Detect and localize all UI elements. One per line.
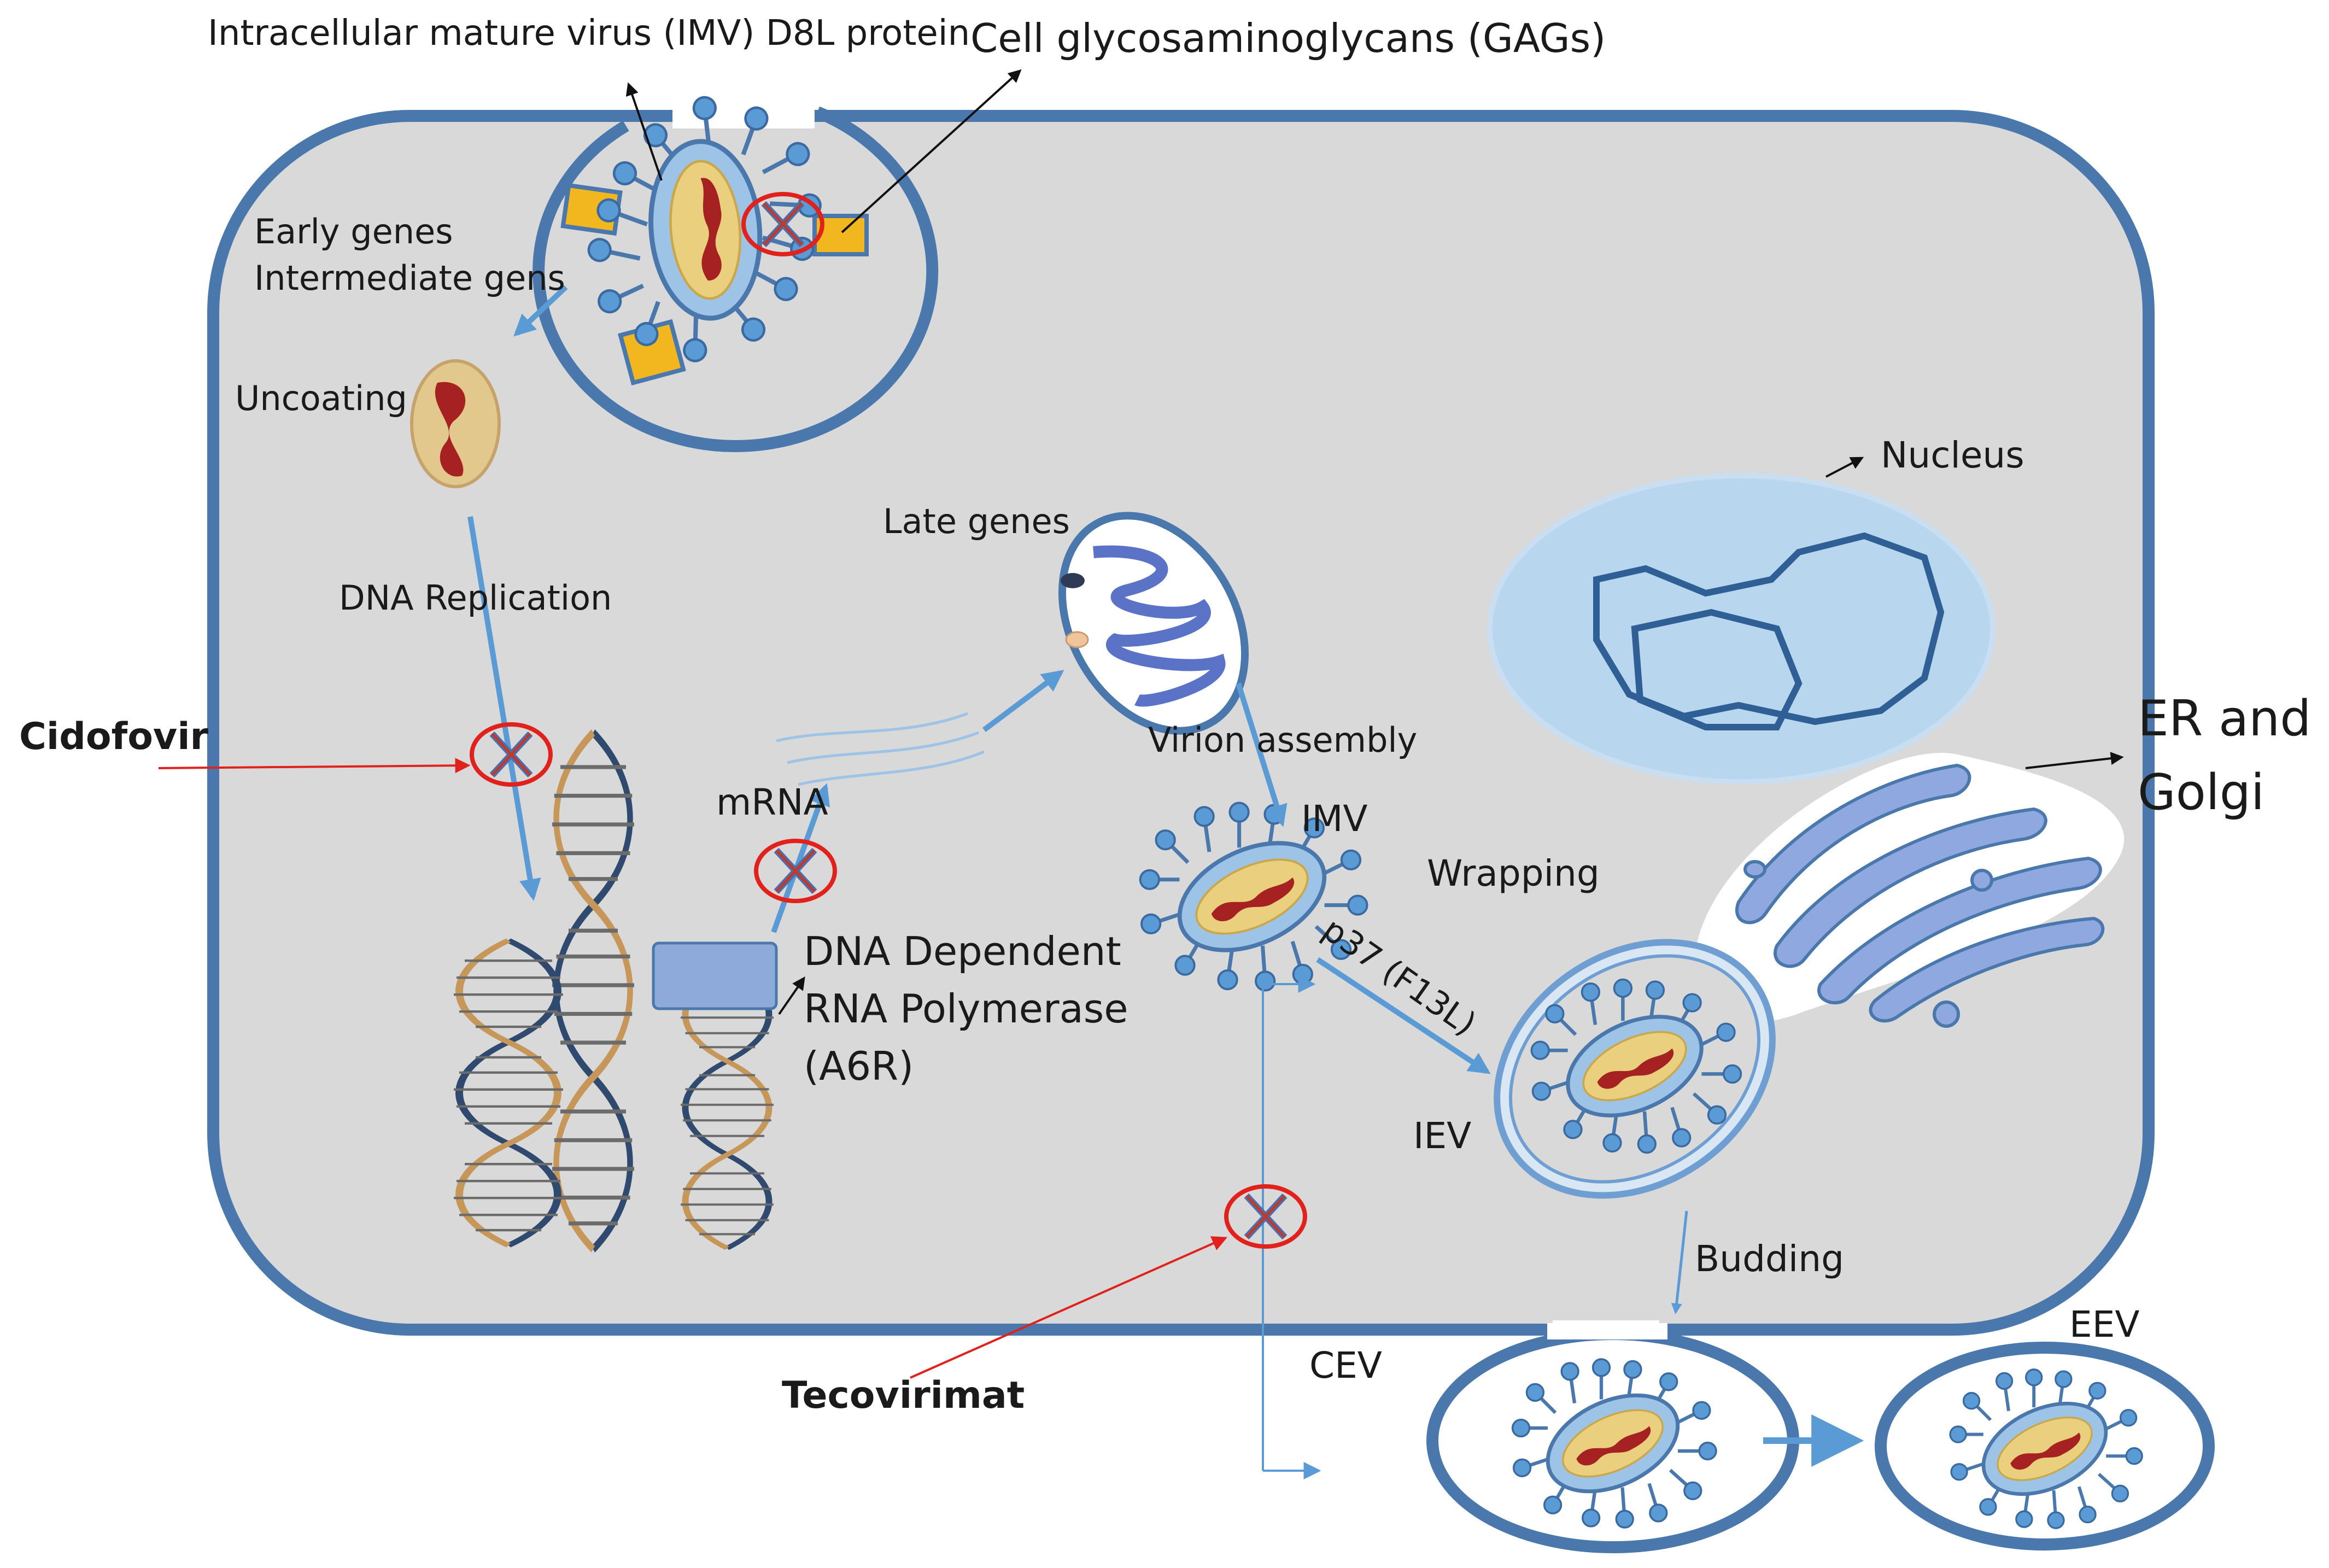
mitochondrion-icon xyxy=(1058,512,1249,735)
label-virion-assembly: Virion assembly xyxy=(1148,720,1417,760)
iev-vesicle xyxy=(1494,939,1776,1199)
label-iev: IEV xyxy=(1413,1115,1471,1157)
label-gags: Cell glycosaminoglycans (GAGs) xyxy=(970,15,1606,61)
label-rdrp-2: RNA Polymerase xyxy=(804,986,1128,1032)
mrna-strands xyxy=(776,712,985,786)
rna-polymerase-box xyxy=(652,941,778,1010)
label-wrapping: Wrapping xyxy=(1427,852,1600,894)
uncoated-core xyxy=(410,359,501,488)
nucleus-icon xyxy=(1487,473,1996,785)
label-mrna: mRNA xyxy=(716,781,828,823)
tecovirimat-arrow xyxy=(910,1236,1228,1379)
label-eev: EEV xyxy=(2069,1303,2140,1345)
pathway-arrows xyxy=(467,285,1864,1479)
eev-vesicle xyxy=(1875,1342,2215,1551)
cev-vesicle xyxy=(1426,1323,1799,1553)
label-tecovirimat: Tecovirimat xyxy=(782,1374,1025,1417)
label-late-genes: Late genes xyxy=(883,501,1070,541)
label-cidofovir: Cidofovir xyxy=(19,715,209,758)
entry-vesicle xyxy=(532,68,939,452)
golgi-icon xyxy=(1694,752,2125,1028)
label-imv: IMV xyxy=(1301,798,1368,840)
label-imv-d8l: Intracellular mature virus (IMV) D8L pro… xyxy=(208,13,970,54)
label-early-genes: Early genes xyxy=(254,212,453,251)
label-nucleus: Nucleus xyxy=(1881,434,2024,476)
label-rdrp-3: (A6R) xyxy=(804,1043,914,1089)
label-intermediate-gens: Intermediate gens xyxy=(254,258,565,298)
label-cev: CEV xyxy=(1309,1344,1382,1386)
label-er-1: ER and xyxy=(2138,690,2311,747)
label-rdrp-1: DNA Dependent xyxy=(804,928,1121,974)
label-dna-replication: DNA Replication xyxy=(339,578,612,618)
label-uncoating: Uncoating xyxy=(235,378,407,418)
cidofovir-arrow xyxy=(158,758,471,774)
label-er-2: Golgi xyxy=(2138,764,2264,821)
label-budding: Budding xyxy=(1695,1238,1844,1280)
